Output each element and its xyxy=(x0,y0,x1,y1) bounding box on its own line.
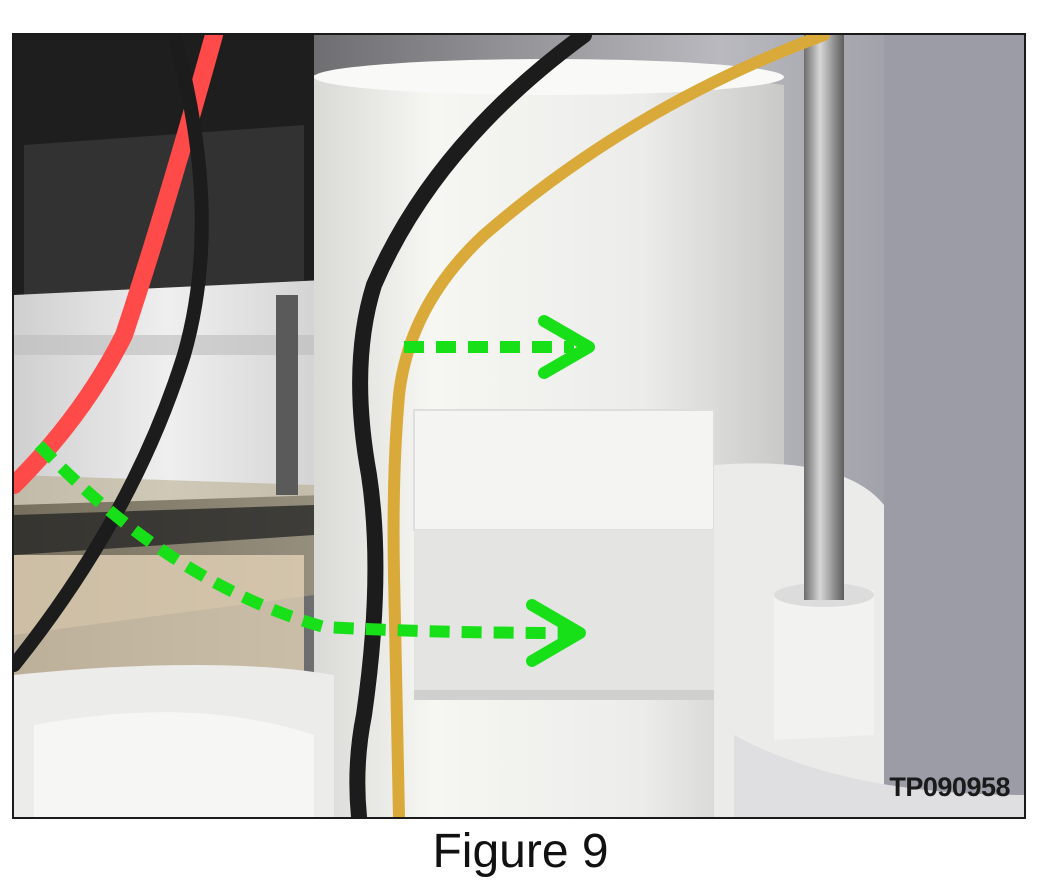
black-wire-center xyxy=(349,35,592,817)
metal-rod xyxy=(804,35,844,600)
red-wire xyxy=(14,35,223,494)
yellow-wire xyxy=(387,35,830,817)
figure-caption: Figure 9 xyxy=(432,825,609,878)
cylinder-window xyxy=(413,409,715,531)
photo-id: TP090958 xyxy=(889,772,1010,802)
fuel-pump-photo xyxy=(14,35,1024,817)
rod-collar xyxy=(774,590,874,740)
photo-frame: TP090958 xyxy=(12,33,1026,819)
dotted-curved-arrow-icon xyxy=(34,440,586,667)
dotted-arrow-right-icon xyxy=(404,315,595,379)
rear-rod xyxy=(276,295,298,495)
black-wire-left xyxy=(14,35,209,672)
background-right-wall xyxy=(884,35,1024,817)
